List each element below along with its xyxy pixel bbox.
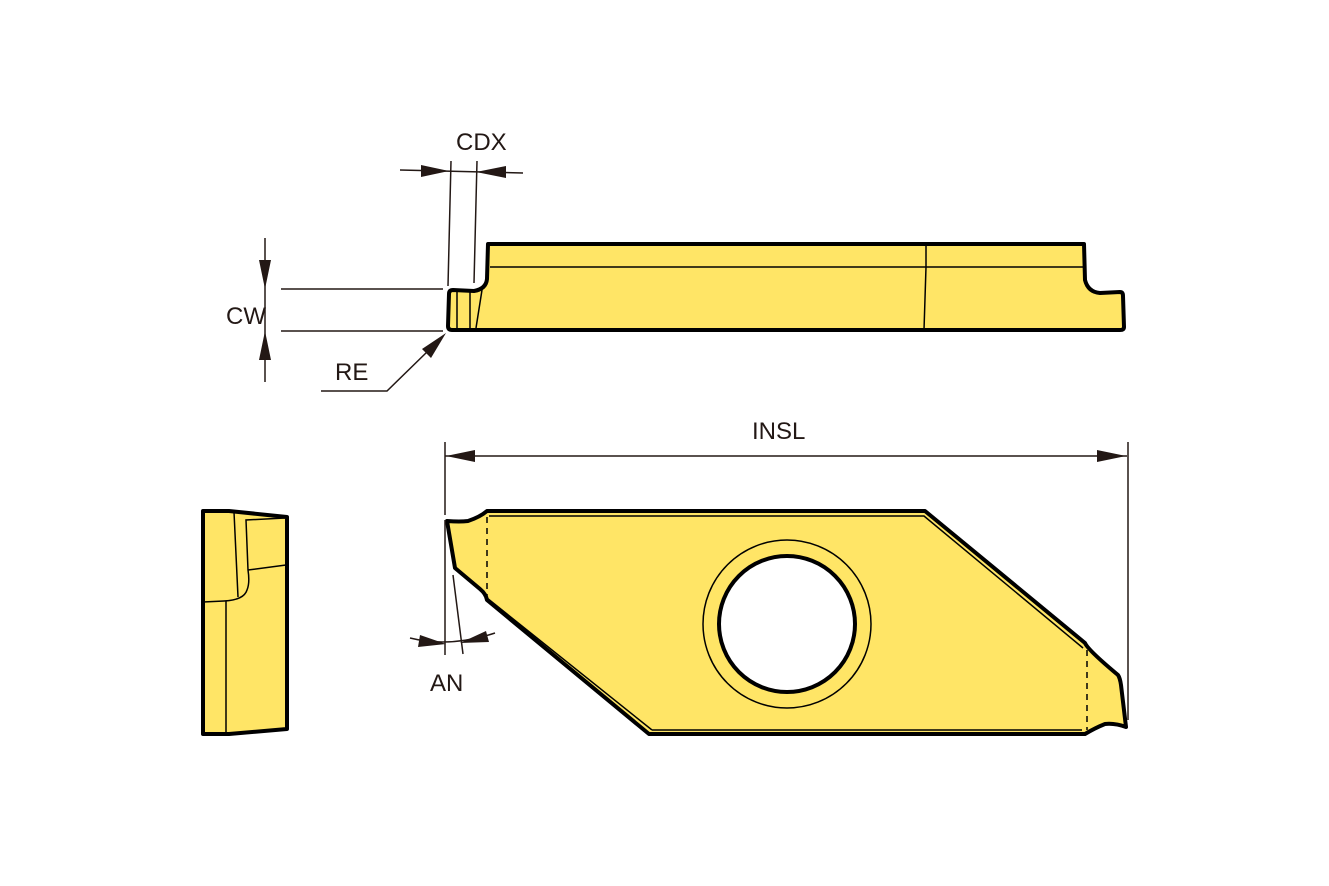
cw-label: CW: [226, 303, 266, 330]
insl-dimension: INSL: [444, 418, 1129, 720]
an-label: AN: [430, 670, 463, 697]
hole-outer-ring: [702, 539, 872, 709]
cdx-dimension: CDX: [399, 129, 524, 287]
cdx-label: CDX: [456, 129, 507, 156]
top-view: [446, 242, 1126, 332]
re-leader: RE: [321, 333, 446, 392]
re-label: RE: [335, 359, 368, 386]
an-dimension: AN: [409, 520, 496, 697]
cw-dimension: CW: [226, 238, 443, 382]
end-view-body: [201, 509, 289, 736]
insl-label: INSL: [752, 418, 805, 445]
top-view-body: [446, 242, 1126, 332]
mounting-hole: [717, 554, 857, 694]
side-view: [445, 509, 1128, 736]
end-view: [201, 509, 289, 736]
